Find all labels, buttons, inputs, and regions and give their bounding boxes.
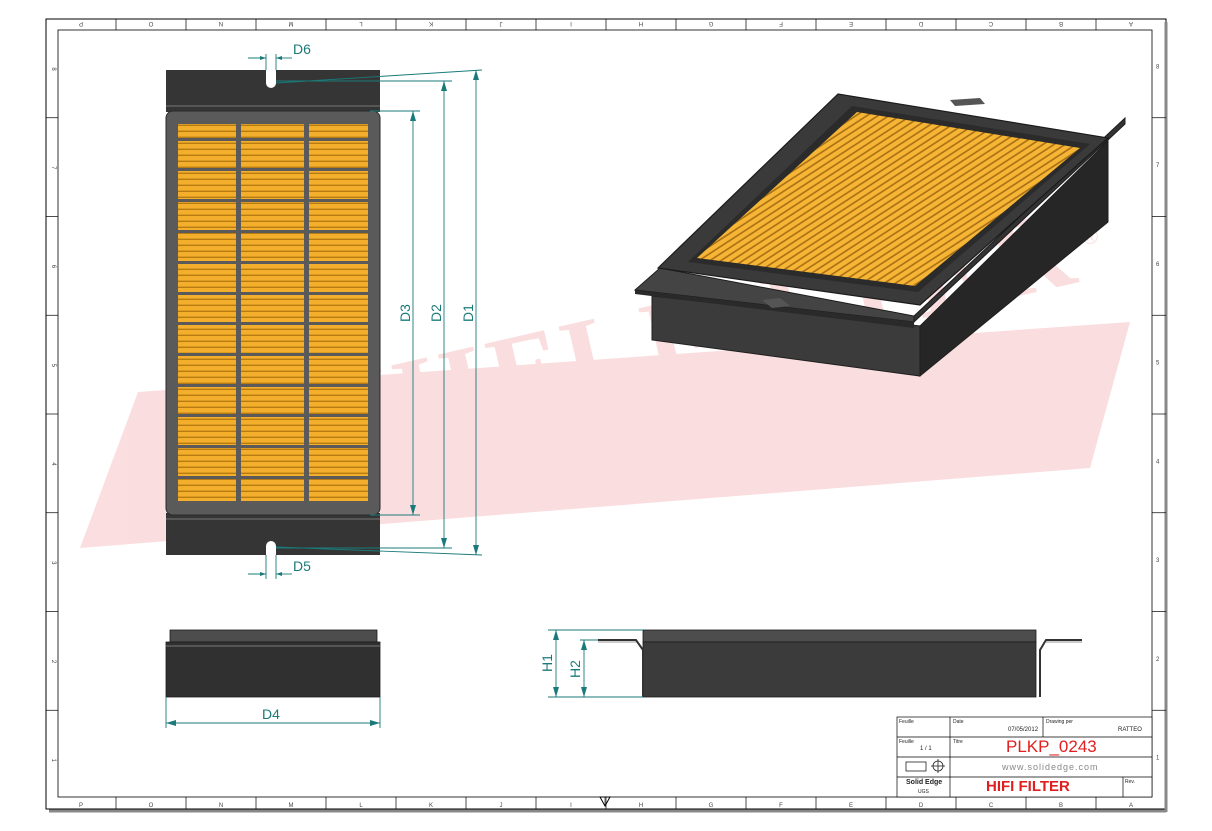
dim-d1-label: D1 bbox=[460, 304, 476, 322]
frame-row-label-left: 4 bbox=[50, 462, 56, 466]
title-block-title-label: Titre bbox=[953, 739, 963, 745]
title-block-sheet-label: Feuille bbox=[899, 739, 914, 745]
solid-edge-logo-icon bbox=[905, 759, 945, 773]
title-block-brand: HIFI FILTER bbox=[986, 778, 1070, 795]
frame-column-label-top: J bbox=[500, 20, 503, 26]
side-view-left bbox=[165, 629, 381, 698]
top-view bbox=[165, 70, 381, 555]
title-block-date-label: Date bbox=[953, 719, 964, 725]
dim-d2-label: D2 bbox=[428, 304, 444, 322]
top-view-dimensions bbox=[248, 54, 483, 579]
frame-column-label: G bbox=[709, 803, 714, 809]
frame-column-label: H bbox=[639, 803, 643, 809]
title-block-feuille-label: Feuille bbox=[899, 719, 914, 725]
frame-column-label: P bbox=[79, 803, 83, 809]
dim-h2-label: H2 bbox=[567, 660, 583, 678]
frame-row-label-left: 2 bbox=[50, 660, 56, 664]
title-block-rev-label: Rev. bbox=[1125, 779, 1135, 785]
dim-d6-label: D6 bbox=[293, 41, 311, 57]
frame-column-label: M bbox=[289, 803, 294, 809]
frame-column-label: B bbox=[1059, 803, 1063, 809]
frame-column-label-top: G bbox=[708, 20, 713, 26]
frame-column-label: F bbox=[779, 803, 783, 809]
isometric-view bbox=[633, 93, 1126, 378]
frame-row-label: 1 bbox=[1156, 756, 1160, 762]
frame-row-label-left: 7 bbox=[50, 166, 56, 170]
frame-column-label: K bbox=[429, 803, 433, 809]
frame-row-label-left: 5 bbox=[50, 364, 56, 368]
frame-column-label: E bbox=[849, 803, 853, 809]
top-slot bbox=[266, 70, 276, 88]
dim-d3-label: D3 bbox=[397, 304, 413, 322]
frame-row-label: 6 bbox=[1156, 262, 1160, 268]
bottom-slot bbox=[266, 541, 276, 555]
frame-column-label: D bbox=[919, 803, 924, 809]
frame-column-label-top: C bbox=[988, 20, 993, 26]
frame-column-label-top: O bbox=[148, 20, 153, 26]
frame-row-label-left: 3 bbox=[50, 561, 56, 565]
title-block bbox=[896, 716, 1153, 798]
frame-column-label: C bbox=[989, 803, 994, 809]
part-number: PLKP_0243 bbox=[1006, 737, 1097, 756]
side-view-right-dimensions bbox=[548, 629, 643, 698]
dim-d5-label: D5 bbox=[293, 558, 311, 574]
frame-zone-labels: P P O O N N M M L L K K J J I I H H G G F F E E D D C C B B A A 8 8 7 7 6 6 5 5… bbox=[50, 20, 1160, 809]
frame-column-label-top: A bbox=[1129, 20, 1133, 26]
dim-d4-label: D4 bbox=[262, 706, 280, 722]
dim-h1-label: H1 bbox=[539, 654, 555, 672]
frame-column-label-top: I bbox=[570, 20, 572, 26]
frame-row-label: 3 bbox=[1156, 558, 1160, 564]
frame-column-label: N bbox=[219, 803, 223, 809]
frame-column-label-top: D bbox=[918, 20, 923, 26]
website-text: www.solidedge.com bbox=[1002, 762, 1099, 772]
software-name: Solid Edge bbox=[906, 779, 943, 786]
frame-column-label-top: M bbox=[289, 20, 294, 26]
frame-row-label: 4 bbox=[1156, 459, 1160, 465]
frame-column-label: I bbox=[570, 803, 572, 809]
frame-row-label-left: 8 bbox=[50, 67, 56, 71]
title-block-drawn-by-value: RATTEO bbox=[1118, 727, 1142, 733]
frame-column-label-top: N bbox=[219, 20, 223, 26]
frame-row-label: 7 bbox=[1156, 163, 1160, 169]
frame-column-label: O bbox=[149, 803, 154, 809]
title-block-drawn-by-label: Drawing per bbox=[1046, 719, 1073, 725]
frame-column-label: L bbox=[359, 803, 363, 809]
filter-media bbox=[178, 124, 368, 501]
frame-row-label: 8 bbox=[1156, 64, 1160, 70]
frame-row-label: 2 bbox=[1156, 657, 1160, 663]
software-units: UGS bbox=[918, 789, 929, 795]
frame-column-label-top: P bbox=[79, 20, 83, 26]
frame-row-label-left: 1 bbox=[50, 759, 56, 763]
frame-row-label-left: 6 bbox=[50, 265, 56, 269]
frame-column-label: A bbox=[1129, 803, 1133, 809]
frame-column-label-top: B bbox=[1059, 20, 1063, 26]
title-block-date-value: 07/05/2012 bbox=[1008, 727, 1039, 733]
frame-column-label-top: F bbox=[779, 20, 783, 26]
projection-symbol-icon bbox=[599, 796, 611, 808]
title-block-sheet-value: 1 / 1 bbox=[920, 746, 932, 752]
side-view-left-dimensions bbox=[165, 697, 381, 728]
frame-zone-ticks bbox=[46, 19, 1166, 809]
frame-row-label: 5 bbox=[1156, 361, 1160, 367]
side-view-right bbox=[598, 629, 1082, 698]
frame-column-label-top: E bbox=[849, 20, 853, 26]
frame-column-label-top: H bbox=[639, 20, 643, 26]
frame-column-label: J bbox=[500, 803, 503, 809]
frame-column-label-top: L bbox=[359, 20, 363, 26]
frame-column-label-top: K bbox=[429, 20, 433, 26]
